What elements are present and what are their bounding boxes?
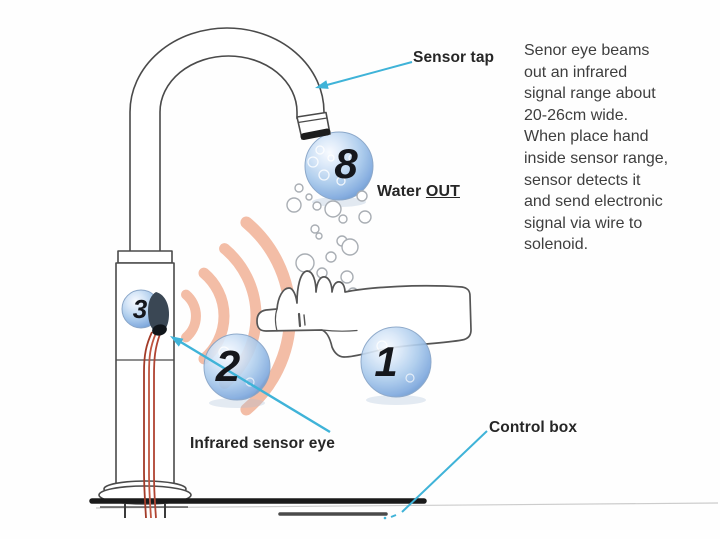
ball-8-sphere [304, 131, 374, 207]
control-box-pointer-line [383, 430, 488, 520]
ball-3-number: 3 [132, 294, 148, 324]
callout-arrows [170, 61, 488, 520]
faucet-outlet-lip [300, 128, 331, 140]
water-out-label-word1: Water [377, 183, 422, 200]
sensor-tap-label: Sensor tap [413, 49, 495, 66]
ball-2-sphere [203, 333, 271, 408]
sensor-tap-arrow [315, 61, 413, 89]
faucet [98, 27, 331, 505]
infrared-sensor-eye-label: Infrared sensor eye [190, 435, 335, 452]
sensor-description-text: Senor eye beams out an infrared signal r… [524, 42, 669, 254]
faucet-gooseneck [129, 27, 325, 259]
ball-1-number: 1 [374, 338, 398, 385]
ball-2-number: 2 [215, 342, 241, 391]
table-edge-line [95, 502, 719, 509]
control-box-label: Control box [489, 419, 578, 436]
ball-8-number: 8 [334, 140, 358, 187]
infrared-sensor-eye-shape [148, 292, 169, 336]
ball-1-sphere [360, 326, 432, 405]
faucet-collar [117, 250, 173, 264]
water-out-label: Water OUT [377, 183, 460, 201]
mounting-bracket [100, 504, 188, 518]
sensor-wires [143, 331, 161, 519]
infrared-sensor-eye-arrow [170, 336, 331, 434]
water-out-label-word2: OUT [425, 183, 460, 200]
